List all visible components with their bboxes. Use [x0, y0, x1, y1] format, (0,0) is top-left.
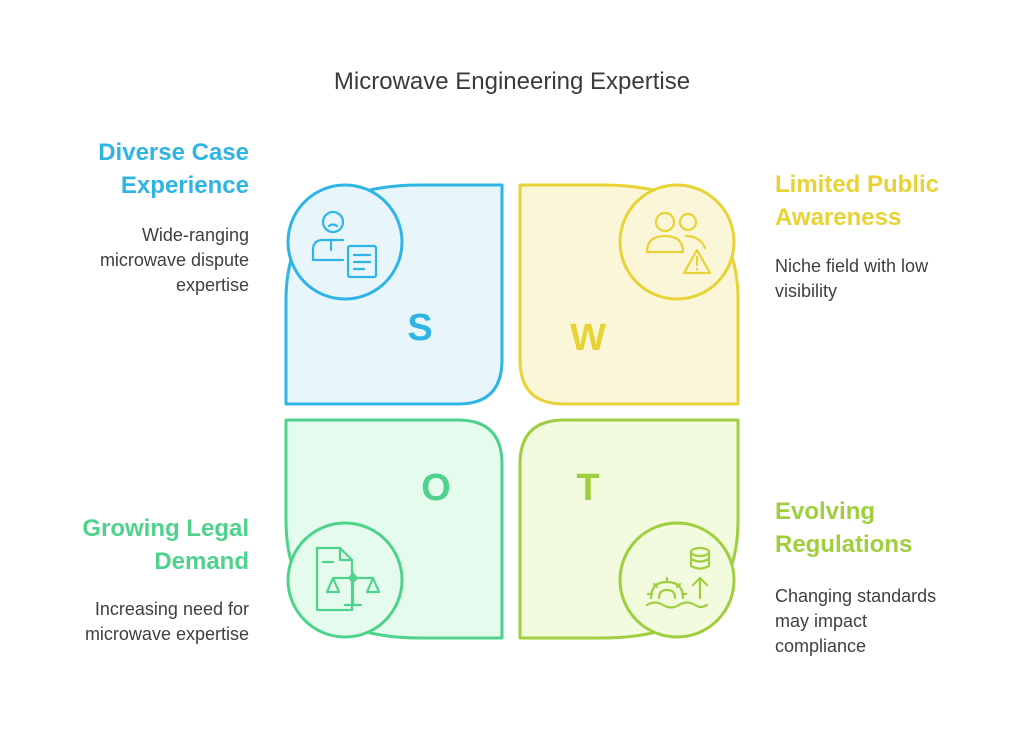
gear-database-arrow-icon: [618, 521, 736, 639]
threats-heading: Evolving Regulations: [775, 495, 1005, 561]
threats-desc-line3: compliance: [775, 636, 867, 656]
opportunities-description: Increasing need for microwave expertise: [30, 597, 249, 647]
weaknesses-heading-line1: Limited Public: [775, 171, 940, 198]
strengths-desc-line2: microwave dispute: [99, 250, 249, 270]
threats-desc-line1: Changing standards: [775, 586, 937, 606]
diagram-title: Microwave Engineering Expertise: [333, 68, 691, 95]
weaknesses-heading: Limited Public Awareness: [775, 168, 1005, 234]
opportunities-desc-line1: Increasing need for: [94, 599, 249, 619]
threats-heading-line1: Evolving: [775, 498, 876, 525]
strengths-heading: Diverse Case Experience: [40, 136, 249, 202]
threats-heading-line2: Regulations: [775, 531, 913, 558]
opportunities-heading-line2: Demand: [154, 548, 249, 575]
strengths-heading-line1: Diverse Case: [98, 139, 249, 166]
weaknesses-description: Niche field with low visibility: [775, 254, 1005, 304]
opportunities-heading-line1: Growing Legal: [82, 515, 249, 542]
legal-scales-document-icon: [286, 521, 404, 639]
threats-letter: T: [576, 467, 599, 509]
strengths-desc-line1: Wide-ranging: [141, 225, 249, 245]
weaknesses-letter: W: [570, 317, 606, 359]
threats-description: Changing standards may impact compliance: [775, 584, 1005, 659]
opportunities-heading: Growing Legal Demand: [30, 512, 249, 578]
opportunities-letter: O: [421, 467, 451, 509]
people-warning-icon: [618, 183, 736, 301]
strengths-description: Wide-ranging microwave dispute expertise: [40, 223, 249, 298]
weaknesses-heading-line2: Awareness: [775, 204, 902, 231]
strengths-heading-line2: Experience: [120, 172, 249, 199]
expert-document-icon: [286, 183, 404, 301]
strengths-letter: S: [407, 307, 432, 349]
threats-desc-line2: may impact: [775, 611, 868, 631]
weaknesses-desc-line1: Niche field with low: [775, 256, 929, 276]
strengths-desc-line3: expertise: [175, 275, 249, 295]
weaknesses-desc-line2: visibility: [775, 281, 838, 301]
opportunities-desc-line2: microwave expertise: [84, 624, 249, 644]
